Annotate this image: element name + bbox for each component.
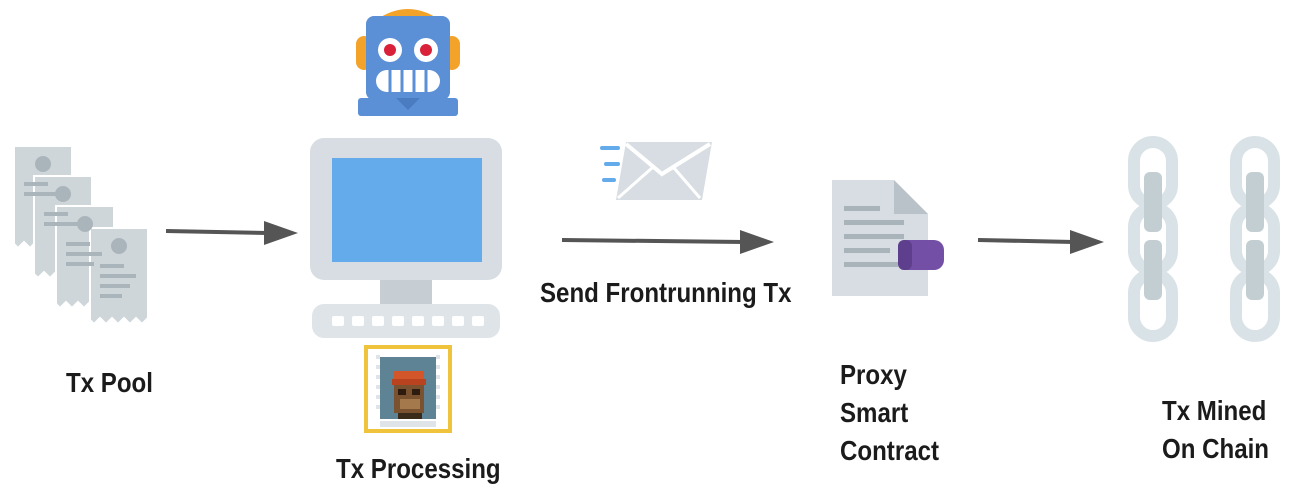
desktop-computer-icon xyxy=(310,138,502,338)
chain-links-icon xyxy=(1128,136,1280,342)
proxy-contract-label-line-3: Contract xyxy=(840,435,940,466)
arrow-contract-to-chain xyxy=(977,230,1104,254)
fast-mail-icon xyxy=(600,142,712,200)
arrow-processing-to-contract xyxy=(561,230,774,254)
tx-processing-label: Tx Processing xyxy=(336,453,501,484)
chain-label-line-2: On Chain xyxy=(1162,433,1270,464)
nft-ape-icon xyxy=(364,345,452,433)
robot-icon xyxy=(356,9,460,116)
tx-pool-label: Tx Pool xyxy=(66,367,153,398)
chain-label-line-1: Tx Mined xyxy=(1162,395,1267,426)
document-icon xyxy=(832,180,944,296)
proxy-contract-label-line-1: Proxy xyxy=(840,359,907,390)
arrow-pool-to-processing xyxy=(165,221,298,245)
receipt-stack-icon xyxy=(13,145,149,326)
send-frontrunning-label: Send Frontrunning Tx xyxy=(540,277,792,308)
proxy-contract-label-line-2: Smart xyxy=(840,397,909,428)
